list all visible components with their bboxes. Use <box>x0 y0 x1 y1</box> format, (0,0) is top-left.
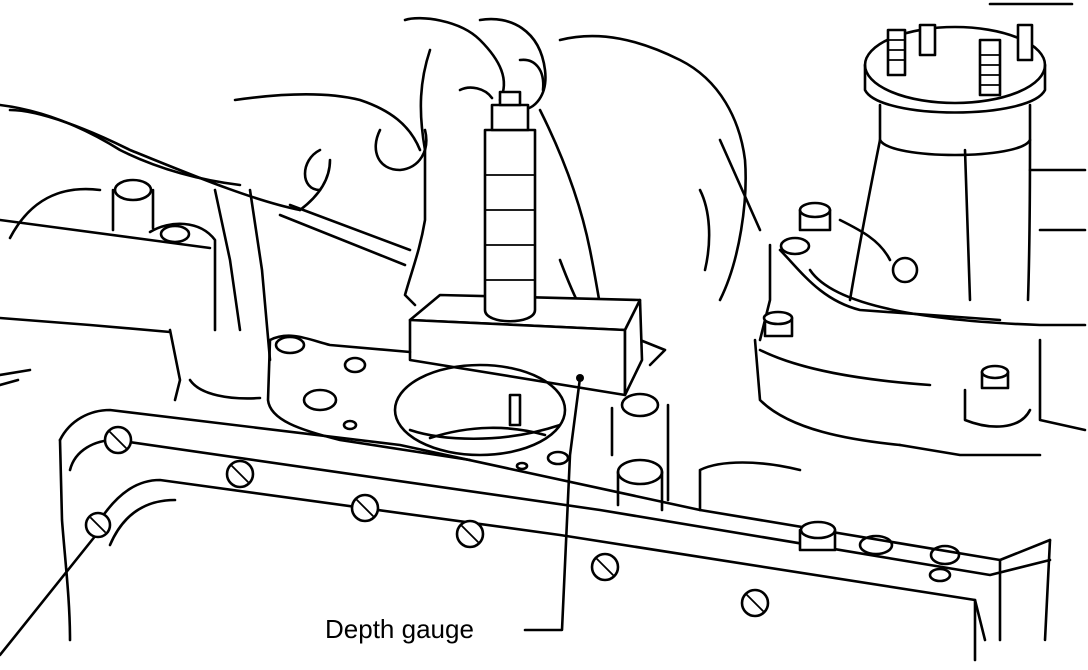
left-arm <box>8 92 422 267</box>
casting-left <box>0 103 272 402</box>
depth-gauge <box>408 90 644 427</box>
oil-pan <box>0 408 1052 662</box>
depth-gauge-label: Depth gauge <box>325 614 474 644</box>
depth-gauge-leader <box>523 376 582 632</box>
flange-plate <box>266 334 670 512</box>
bore <box>393 363 567 457</box>
hand-left <box>303 16 547 307</box>
housing-right <box>753 23 1087 457</box>
